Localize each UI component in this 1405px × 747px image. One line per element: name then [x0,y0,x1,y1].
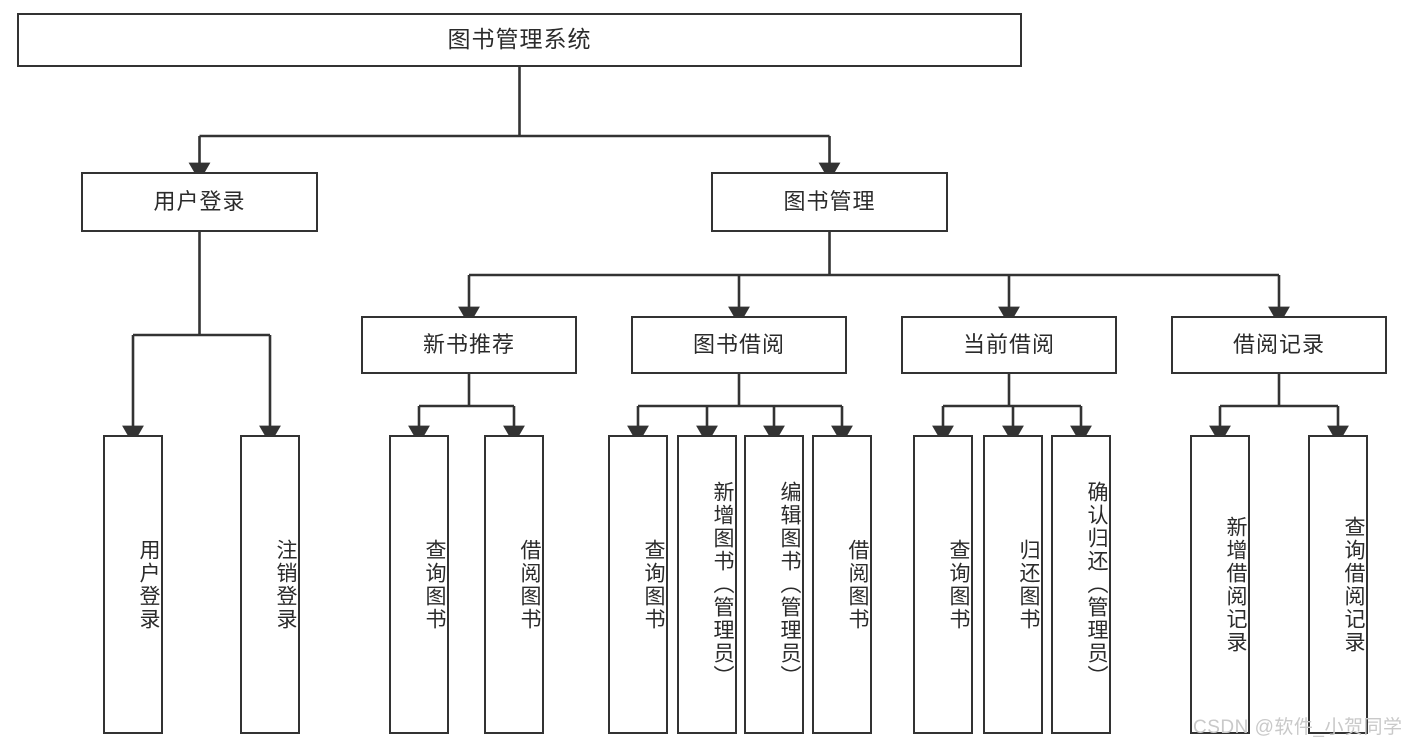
node-leaf-query-book-3[interactable]: 查询图书 [913,435,973,734]
node-label: 用户登录 [137,538,160,631]
node-label: 图书借阅 [692,331,785,357]
node-current-borrow[interactable]: 当前借阅 [901,316,1117,374]
node-leaf-user-login[interactable]: 用户登录 [103,435,163,734]
node-leaf-query-book-2[interactable]: 查询图书 [608,435,668,734]
node-label: 图书管理 [783,188,876,214]
node-label: 查询图书 [423,538,446,631]
node-label: 新书推荐 [422,331,515,357]
node-label: 新增借阅记录 [1224,515,1247,654]
node-leaf-borrow-book-2[interactable]: 借阅图书 [812,435,872,734]
node-leaf-return-book[interactable]: 归还图书 [983,435,1043,734]
node-book-manage[interactable]: 图书管理 [711,172,948,232]
node-label: 新增图书（管理员） [711,481,734,688]
node-label: 查询图书 [947,538,970,631]
node-leaf-add-record[interactable]: 新增借阅记录 [1190,435,1250,734]
node-leaf-add-book[interactable]: 新增图书（管理员） [677,435,737,734]
node-user-login[interactable]: 用户登录 [81,172,318,232]
node-label: 借阅图书 [846,538,869,631]
node-label: 编辑图书（管理员） [778,481,801,688]
node-root-图书管理系统[interactable]: 图书管理系统 [17,13,1022,67]
node-label: 用户登录 [153,188,246,214]
node-book-borrow[interactable]: 图书借阅 [631,316,847,374]
node-label: 归还图书 [1017,538,1040,631]
node-leaf-logout[interactable]: 注销登录 [240,435,300,734]
node-leaf-edit-book[interactable]: 编辑图书（管理员） [744,435,804,734]
node-leaf-query-book-1[interactable]: 查询图书 [389,435,449,734]
node-leaf-confirm-return[interactable]: 确认归还（管理员） [1051,435,1111,734]
node-label: 确认归还（管理员） [1085,481,1108,688]
node-label: 查询图书 [642,538,665,631]
node-label: 图书管理系统 [447,26,592,53]
node-label: 查询借阅记录 [1342,515,1365,654]
csdn-watermark: CSDN @软件_小贺同学 [1193,717,1403,738]
node-label: 借阅记录 [1232,331,1325,357]
node-label: 注销登录 [274,538,297,631]
node-label: 借阅图书 [518,538,541,631]
node-leaf-borrow-book-1[interactable]: 借阅图书 [484,435,544,734]
node-leaf-query-record[interactable]: 查询借阅记录 [1308,435,1368,734]
node-borrow-record[interactable]: 借阅记录 [1171,316,1387,374]
node-label: 当前借阅 [962,331,1055,357]
node-new-book-recommend[interactable]: 新书推荐 [361,316,577,374]
